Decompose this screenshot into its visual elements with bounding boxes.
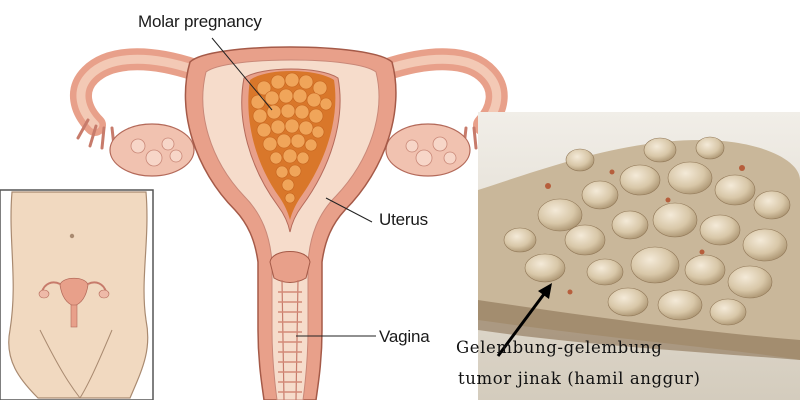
label-molar-pregnancy: Molar pregnancy	[138, 12, 262, 31]
body-inset	[0, 189, 154, 400]
uterus-illustration	[70, 46, 508, 400]
caption-line-1: Gelembung-gelembung	[456, 338, 663, 357]
mini-uterus	[38, 277, 110, 328]
vaginal-rugae	[278, 291, 302, 393]
cervix	[269, 251, 311, 283]
left-ovary	[109, 123, 195, 177]
label-uterus: Uterus	[379, 210, 428, 229]
caption-line-2: tumor jinak (hamil anggur)	[458, 369, 701, 388]
label-vagina: Vagina	[379, 327, 430, 346]
body-groin-lines	[39, 329, 113, 399]
left-fimbriae	[76, 118, 116, 150]
body-navel	[69, 233, 75, 239]
molar-pregnancy-leader	[211, 37, 273, 111]
mole-photo	[478, 112, 800, 400]
right-ovary	[385, 123, 471, 177]
uterus-leader	[325, 197, 373, 223]
caption-arrow	[496, 283, 552, 357]
